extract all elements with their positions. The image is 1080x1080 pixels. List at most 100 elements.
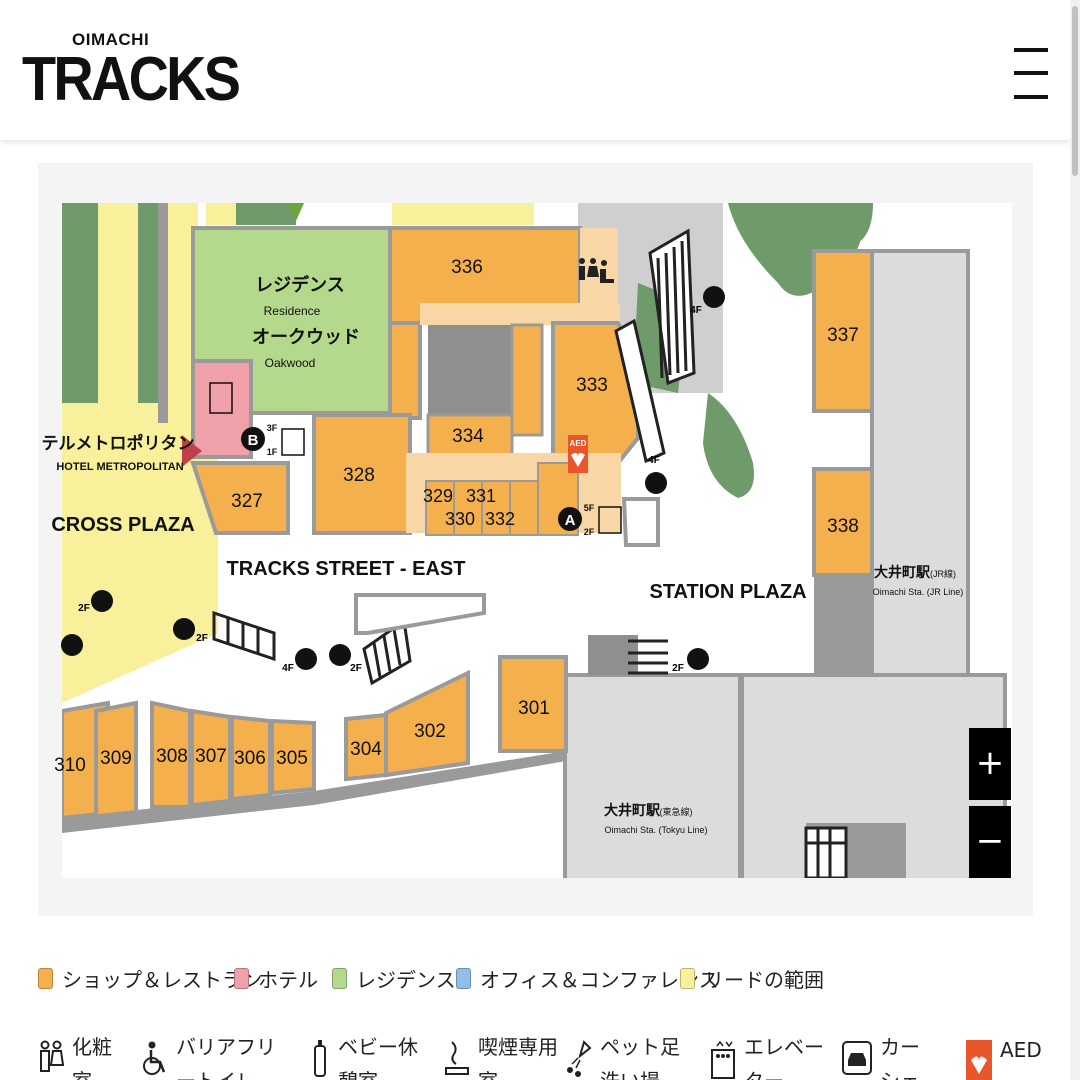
stair-south xyxy=(804,826,848,878)
shop-337[interactable] xyxy=(812,249,874,413)
tracks-street-label: TRACKS STREET - EAST xyxy=(227,558,466,580)
room-334: 334 xyxy=(452,426,484,447)
room-327: 327 xyxy=(231,491,263,512)
elevator-b-letter: B xyxy=(248,432,259,449)
room-304: 304 xyxy=(350,739,382,760)
hotel-label-ja: テルメトロポリタン xyxy=(42,433,195,453)
facility-accessible-toilet: バリアフリートイレ xyxy=(142,1030,286,1080)
hamburger-menu-icon[interactable] xyxy=(1014,48,1050,102)
room-333: 333 xyxy=(576,375,608,396)
facility-label-aed: AED xyxy=(1000,1038,1042,1062)
car-share-icon xyxy=(842,1041,872,1075)
restroom-icon xyxy=(579,258,614,283)
elevator-a-letter: A xyxy=(565,512,576,529)
legend-item-office: オフィス＆コンファレンス xyxy=(456,962,719,994)
stair-center xyxy=(362,618,412,686)
station-wall xyxy=(814,575,872,675)
jr-station-label-en: Oimachi Sta. (JR Line) xyxy=(873,587,964,597)
room-305: 305 xyxy=(276,748,308,769)
shop-328[interactable] xyxy=(312,413,412,535)
jr-station-label-ja: 大井町駅 xyxy=(874,564,931,580)
oakwood-label-ja: オークウッド xyxy=(252,327,360,347)
floor-map-panel[interactable]: 336 333 334 328 327 329 330 331 332 337 … xyxy=(38,163,1033,916)
shop-305[interactable] xyxy=(270,718,316,796)
escalator-2f-station-marker: 2F xyxy=(672,648,709,674)
scrollbar-thumb[interactable] xyxy=(1072,6,1078,176)
menu-bar xyxy=(1014,71,1048,75)
corridor-upper xyxy=(420,303,620,325)
zoom-out-button[interactable]: − xyxy=(969,806,1011,878)
floor-2f-street: 2F xyxy=(350,663,362,674)
station-plaza-label: STATION PLAZA xyxy=(649,581,806,603)
shop-327[interactable] xyxy=(190,461,290,535)
legend-label-lead-area: リードの範囲 xyxy=(704,967,824,992)
stair-east xyxy=(628,639,668,675)
restroom-icon xyxy=(40,1040,64,1072)
aed-icon: AED xyxy=(568,435,588,473)
legend-item-lead-area: リードの範囲 xyxy=(680,962,824,994)
escalator-2f-west-marker: 2F xyxy=(61,590,113,656)
room-301: 301 xyxy=(518,698,550,719)
page-scrollbar[interactable] xyxy=(1070,0,1080,1080)
floor-map[interactable]: 336 333 334 328 327 329 330 331 332 337 … xyxy=(38,163,1033,916)
floor-1f: 1F xyxy=(267,447,278,457)
tokyu-station-line-ja: (東急線) xyxy=(660,806,693,817)
jr-station-area[interactable] xyxy=(870,249,970,693)
south-wall xyxy=(62,751,566,833)
green-area-nw xyxy=(62,203,98,403)
zoom-in-button[interactable]: + xyxy=(969,728,1011,800)
facility-car-share: カーシェア xyxy=(842,1030,930,1080)
legend-swatch-hotel xyxy=(234,967,249,989)
wall-strip xyxy=(158,203,168,423)
shop-334[interactable] xyxy=(426,413,514,457)
floor-2f: 2F xyxy=(584,527,595,537)
street-island xyxy=(354,593,486,635)
facility-baby-room: ベビー休憩室 xyxy=(310,1030,428,1080)
escalator-4f-marker: 4F xyxy=(645,455,667,494)
accessible-toilet-icon xyxy=(143,1041,166,1075)
room-308: 308 xyxy=(156,746,188,767)
shop-301[interactable] xyxy=(498,655,568,753)
stairs-2f-street-marker: 2F xyxy=(329,644,362,674)
elevator-b-marker[interactable]: B 3F 1F xyxy=(209,382,305,457)
logo-small-text[interactable]: OIMACHI xyxy=(72,30,150,49)
tokyu-station-area[interactable] xyxy=(563,673,1007,880)
shop-small-left xyxy=(388,321,422,420)
elevator-a-marker[interactable]: A 5F 2F xyxy=(558,503,622,537)
legend-label-hotel: ホテル xyxy=(258,967,318,992)
room-331: 331 xyxy=(466,486,496,506)
tokyu-station-label-en: Oimachi Sta. (Tokyu Line) xyxy=(604,825,707,835)
facility-restroom: 化粧室 xyxy=(38,1030,112,1080)
shop-338[interactable] xyxy=(812,467,874,577)
lead-area-west xyxy=(62,203,218,703)
legend-swatch-shop xyxy=(38,967,53,989)
shop-332[interactable] xyxy=(509,480,539,536)
aed-map-text: AED xyxy=(570,439,587,448)
shop-302[interactable] xyxy=(384,669,470,778)
station-divider xyxy=(738,675,744,878)
floor-2f-cross: 2F xyxy=(196,633,208,644)
hotel-label-en: HOTEL METROPOLITAN xyxy=(56,461,183,473)
residence-label-ja: レジデンス xyxy=(255,274,345,295)
stairs-4f-marker-north: 4F xyxy=(690,286,725,316)
room-310: 310 xyxy=(54,755,86,776)
green-landscape-2 xyxy=(703,393,754,498)
escalator-4f-street-marker: 4F xyxy=(282,648,317,674)
floor-2f-station: 2F xyxy=(672,663,684,674)
floor-4f-plaza: 4F xyxy=(648,455,660,466)
cross-plaza-label: CROSS PLAZA xyxy=(51,514,194,536)
floor-4f-street: 4F xyxy=(282,663,294,674)
shop-331[interactable] xyxy=(481,480,511,536)
logo-main-text[interactable]: TRACKS xyxy=(22,45,241,114)
legend-swatch-office xyxy=(456,967,471,989)
facility-label-restroom: 化粧室 xyxy=(72,1035,112,1080)
legend-item-residence: レジデンス xyxy=(332,962,456,994)
map-legend: ショップ＆レストラン ホテル レジデンス オフィス＆コンファレンス リードの範囲 xyxy=(38,962,1038,994)
floor-3f: 3F xyxy=(267,423,278,433)
baby-room-icon xyxy=(314,1040,326,1077)
facility-pet-wash: ペット足洗い場 xyxy=(562,1030,690,1080)
room-302: 302 xyxy=(414,721,446,742)
legend-label-shop: ショップ＆レストラン xyxy=(62,967,262,992)
facility-label-pet-wash: ペット足洗い場 xyxy=(600,1035,680,1080)
facility-label-smoking-room: 喫煙専用室 xyxy=(478,1035,558,1080)
